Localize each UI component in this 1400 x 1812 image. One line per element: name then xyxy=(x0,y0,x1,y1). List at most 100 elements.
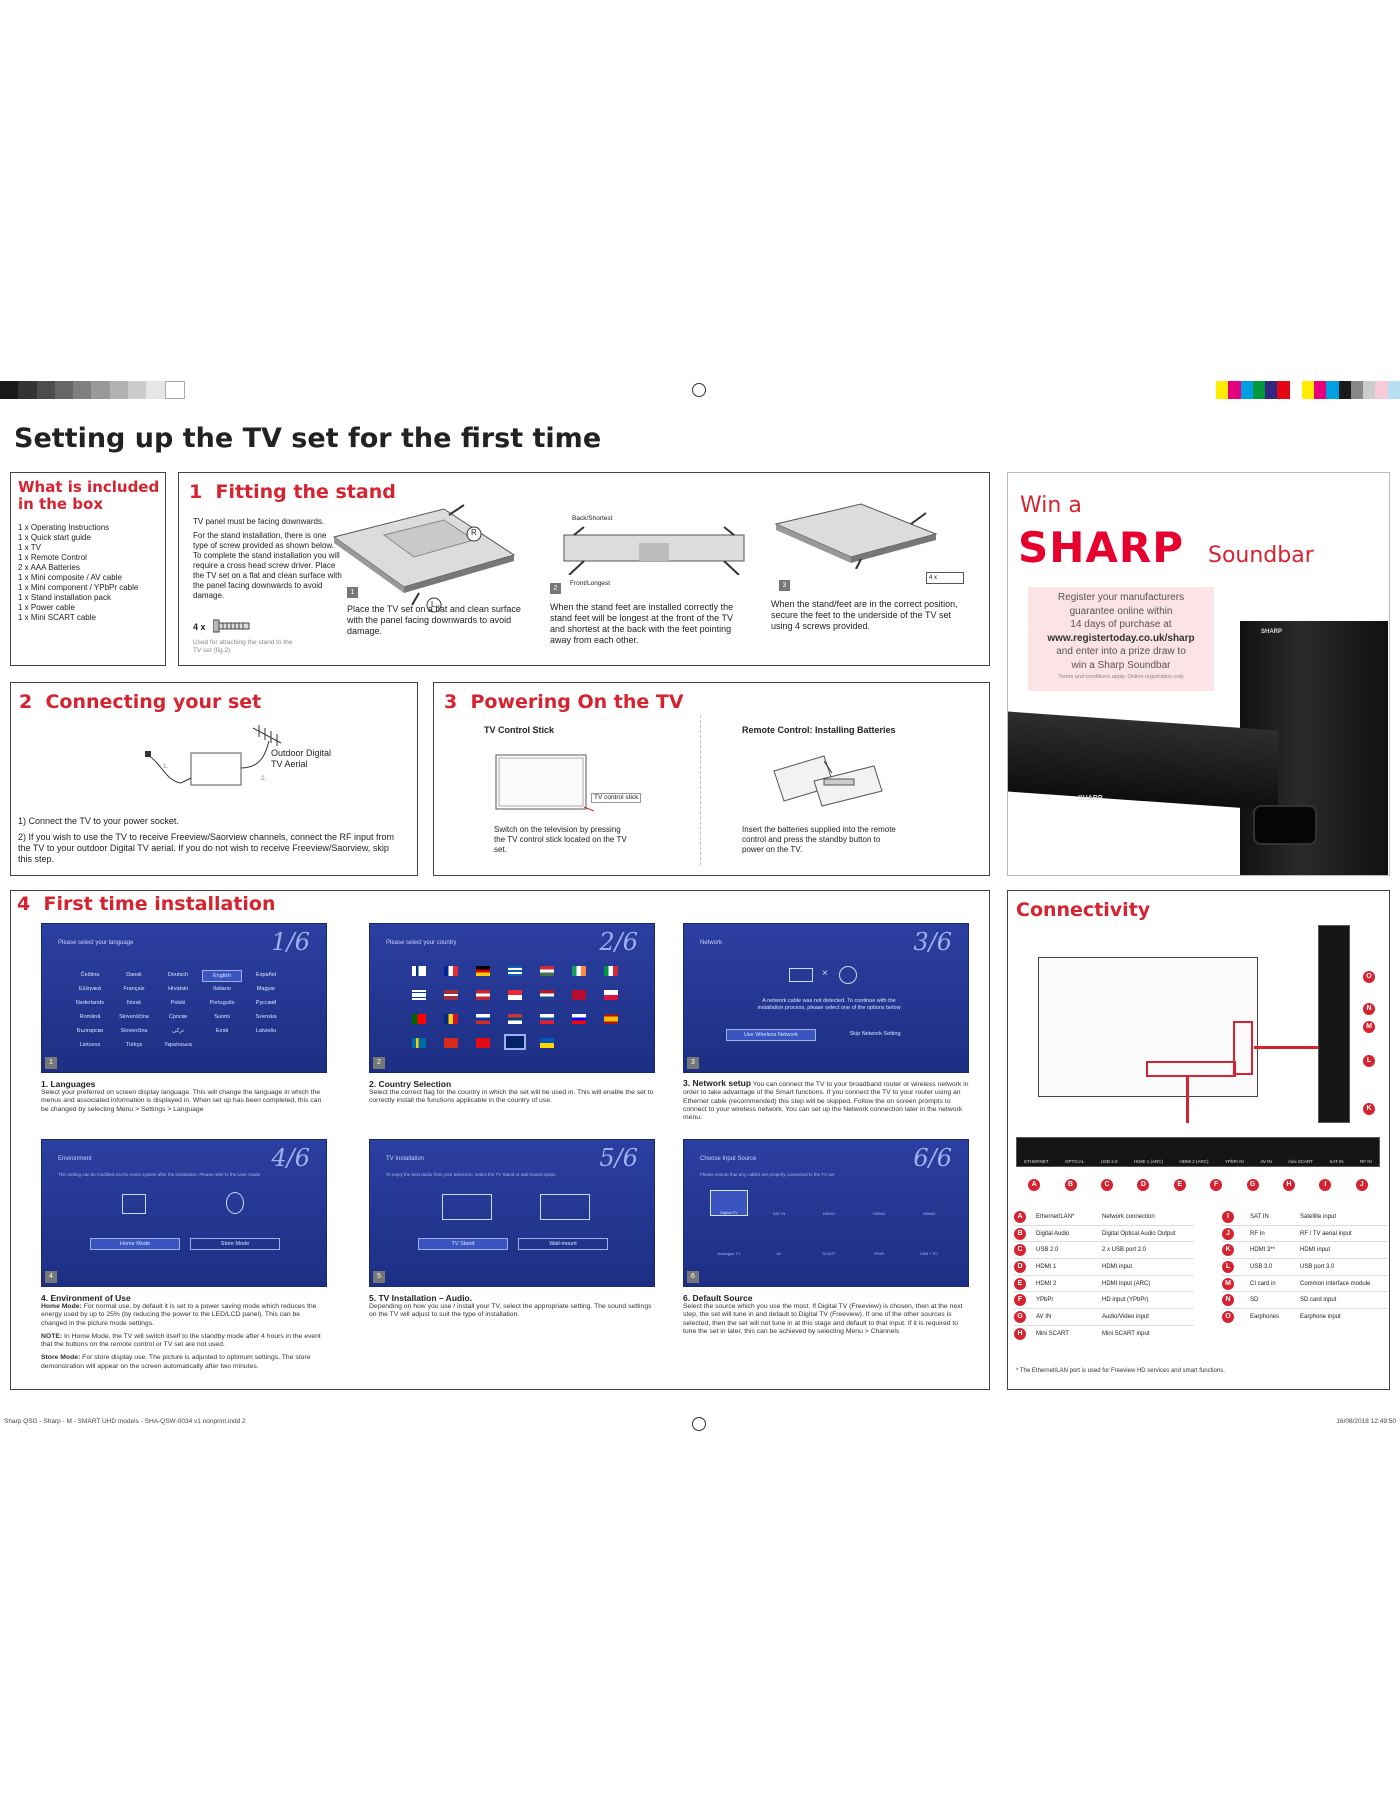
port-name: YPbPr xyxy=(1036,1297,1054,1304)
registration-link[interactable]: www.registertoday.co.uk/sharp xyxy=(1047,632,1195,644)
language-option[interactable]: Español xyxy=(256,972,276,978)
language-option[interactable]: Slovenčina xyxy=(120,1028,148,1034)
tv-feet-illustration xyxy=(563,526,745,575)
installation-panel: 4 First time installation Please select … xyxy=(10,890,990,1390)
language-option-selected[interactable]: English xyxy=(202,970,242,982)
country-flag[interactable] xyxy=(412,990,426,1000)
country-flag[interactable] xyxy=(412,1038,426,1048)
country-flag-selected[interactable] xyxy=(504,1034,526,1050)
step1-text: Place the TV set on a flat and clean sur… xyxy=(347,604,521,636)
source-option[interactable]: USB + PC xyxy=(919,1251,939,1256)
country-flag[interactable] xyxy=(476,1038,490,1048)
country-flag[interactable] xyxy=(604,990,618,1000)
country-flag[interactable] xyxy=(540,1038,554,1048)
home-mode-button[interactable]: Home Mode xyxy=(90,1238,180,1250)
source-option[interactable]: AV xyxy=(776,1251,782,1256)
arrow-right-icon xyxy=(1254,1046,1334,1049)
caption-title: 6. Default Source xyxy=(683,1293,753,1303)
step-badge: 2 xyxy=(550,583,561,594)
language-option[interactable]: Русский xyxy=(255,1000,277,1006)
language-option[interactable]: Slovenščina xyxy=(119,1014,149,1020)
language-option[interactable]: Deutsch xyxy=(167,972,189,978)
country-flag[interactable] xyxy=(540,966,554,976)
country-flag[interactable] xyxy=(444,1014,458,1024)
language-option[interactable]: Lietuvos xyxy=(79,1042,101,1048)
country-flag[interactable] xyxy=(604,1014,618,1024)
source-option[interactable]: YPbPr xyxy=(873,1251,885,1256)
language-option[interactable]: Dansk xyxy=(126,972,142,978)
language-option[interactable]: Polski xyxy=(170,1000,186,1006)
country-flag[interactable] xyxy=(508,966,522,976)
port-marker: F xyxy=(1210,1179,1223,1191)
remote-batteries-illustration xyxy=(773,755,883,807)
port-name: USB 3.0 xyxy=(1250,1263,1273,1270)
country-flag[interactable] xyxy=(444,1038,458,1048)
country-flag[interactable] xyxy=(540,990,554,1000)
language-option[interactable]: Čeština xyxy=(80,972,100,978)
section-title: First time installation xyxy=(43,893,276,915)
country-flag[interactable] xyxy=(412,1014,426,1024)
country-flag[interactable] xyxy=(540,1014,554,1024)
language-option[interactable]: Nederlands xyxy=(75,1000,105,1006)
port-label: USB 2.0 xyxy=(1100,1159,1118,1164)
country-flag[interactable] xyxy=(508,1014,522,1024)
language-option[interactable]: Српски xyxy=(168,1014,188,1020)
language-option[interactable]: Italiano xyxy=(213,986,231,992)
source-option[interactable]: HDMI3 xyxy=(922,1211,936,1216)
front-longest-label: Front/Longest xyxy=(570,580,611,587)
list-item: 1 x Power cable xyxy=(18,603,75,612)
language-option[interactable]: Français xyxy=(123,986,145,992)
source-option[interactable]: HDMI2 xyxy=(872,1211,886,1216)
connecting-panel: 2 Connecting your set Outdoor Digital TV… xyxy=(10,682,418,876)
port-desc: HDMI input xyxy=(1102,1263,1133,1270)
promo-panel: Win a SHARP Soundbar Register your manuf… xyxy=(1007,472,1390,876)
port-name: Digital Audio xyxy=(1036,1230,1070,1237)
language-option[interactable]: Suomi xyxy=(214,1014,230,1020)
country-flag[interactable] xyxy=(444,990,458,1000)
language-option[interactable]: Eesti xyxy=(215,1028,229,1034)
country-flag[interactable] xyxy=(572,990,586,1000)
language-option[interactable]: Português xyxy=(209,1000,235,1006)
store-mode-button[interactable]: Store Mode xyxy=(190,1238,280,1250)
side-port-panel xyxy=(1318,925,1350,1123)
country-flag[interactable] xyxy=(508,990,522,1000)
language-option[interactable]: Magyar xyxy=(256,986,276,992)
country-flag[interactable] xyxy=(604,966,618,976)
use-wireless-button[interactable]: Use Wireless Network xyxy=(726,1029,816,1041)
source-option[interactable]: HDMI1 xyxy=(822,1211,836,1216)
country-flag[interactable] xyxy=(572,966,586,976)
language-option[interactable]: Latviešu xyxy=(255,1028,277,1034)
tv-stand-button[interactable]: TV Stand xyxy=(418,1238,508,1250)
skip-network-button[interactable]: Skip Network Setting xyxy=(849,1031,901,1037)
source-option[interactable]: Analogue TV xyxy=(717,1251,741,1256)
port-name: HDMI 3** xyxy=(1250,1247,1276,1254)
language-option[interactable]: Svenska xyxy=(255,1014,277,1020)
country-flag[interactable] xyxy=(476,1014,490,1024)
language-option[interactable]: Türkçe xyxy=(125,1042,143,1048)
language-option[interactable]: Română xyxy=(79,1014,101,1020)
port-name: SAT IN xyxy=(1250,1213,1269,1220)
country-flag[interactable] xyxy=(476,966,490,976)
language-option[interactable]: Українська xyxy=(164,1042,192,1048)
wall-mount-button[interactable]: Wall-mount xyxy=(518,1238,608,1250)
source-option-selected[interactable]: Digital TV xyxy=(710,1190,748,1216)
language-option[interactable]: ترکی xyxy=(172,1028,184,1034)
source-option[interactable]: SCART xyxy=(822,1251,836,1256)
language-option[interactable]: Български xyxy=(76,1028,104,1034)
source-option[interactable]: SAT IN xyxy=(772,1211,786,1216)
country-flag[interactable] xyxy=(444,966,458,976)
port-desc: HDMI input xyxy=(1300,1247,1331,1254)
language-option[interactable]: Ελληνικά xyxy=(78,986,102,992)
country-flag[interactable] xyxy=(412,966,426,976)
language-option[interactable]: Hrvatski xyxy=(168,986,188,992)
screen-number-badge: 1 xyxy=(45,1057,57,1069)
country-flag[interactable] xyxy=(572,1014,586,1024)
connect-step1-marker: 1. xyxy=(163,763,169,770)
language-option[interactable]: Norsk xyxy=(126,1000,142,1006)
country-flag[interactable] xyxy=(476,990,490,1000)
